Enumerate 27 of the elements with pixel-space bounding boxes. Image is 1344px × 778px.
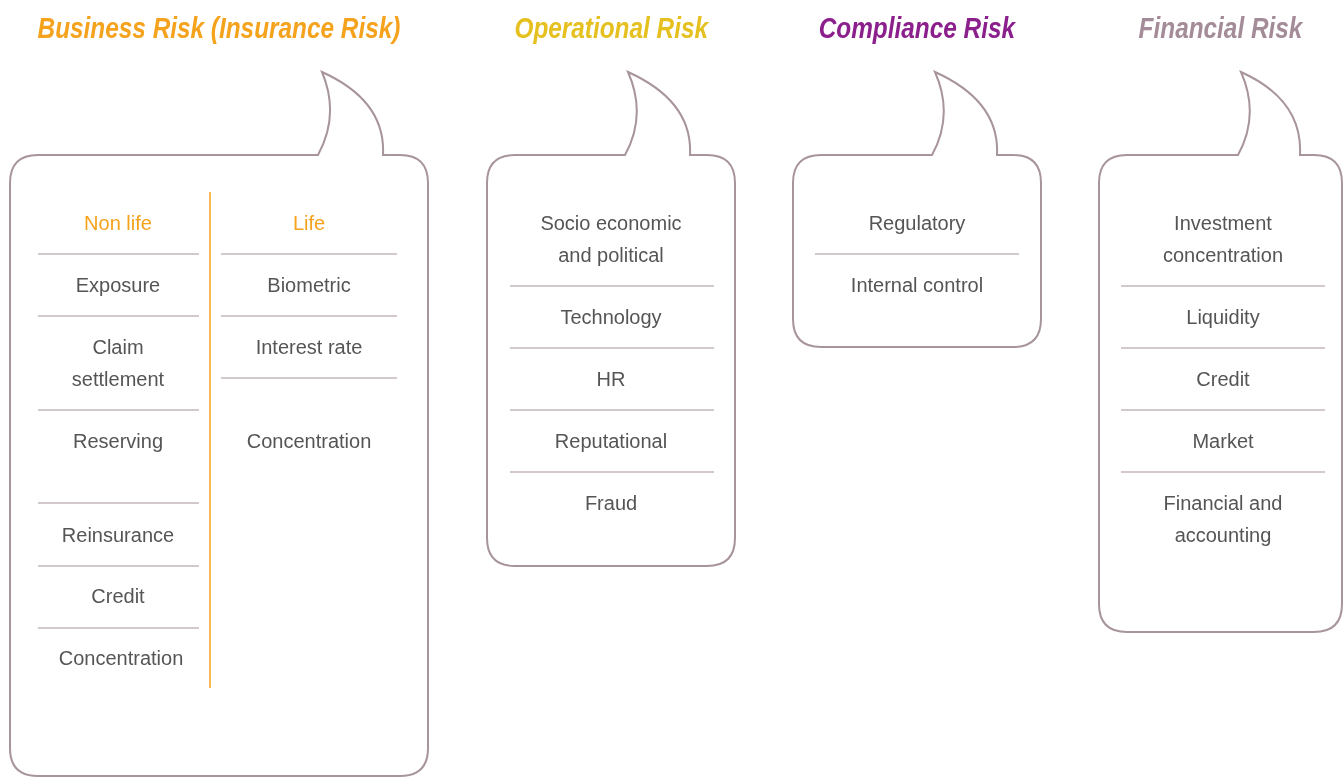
column-heading: Life (291, 211, 327, 236)
risk-item: Reinsurance (60, 523, 176, 548)
risk-item: Credit (90, 584, 146, 609)
risk-item: Concentration (245, 429, 373, 454)
risk-item: Credit (1195, 367, 1251, 392)
risk-item: Biometric (266, 273, 352, 298)
risk-item: Reserving (71, 429, 164, 454)
risk-item: Reputational (553, 429, 669, 454)
risk-item: Concentration (57, 646, 185, 671)
risk-item: Interest rate (254, 335, 364, 360)
risk-item: Fraud (583, 491, 639, 516)
column-heading: Non life (83, 211, 153, 236)
category-heading: Business Risk (Insurance Risk) (37, 11, 401, 46)
risk-item: Investment concentration (1161, 211, 1285, 268)
risk-item: Financial and accounting (1162, 491, 1284, 548)
risk-item: Internal control (849, 273, 985, 298)
risk-item: Technology (559, 305, 663, 330)
risk-item: Regulatory (867, 211, 967, 236)
risk-item: Claim settlement (70, 335, 166, 392)
risk-item: Exposure (74, 273, 162, 298)
risk-item: Market (1191, 429, 1255, 454)
category-heading: Compliance Risk (818, 11, 1016, 46)
risk-item: HR (595, 367, 627, 392)
category-heading: Operational Risk (514, 11, 708, 46)
risk-item: Liquidity (1185, 305, 1261, 330)
category-heading: Financial Risk (1138, 11, 1303, 46)
risk-item: Socio economic and political (539, 211, 683, 268)
